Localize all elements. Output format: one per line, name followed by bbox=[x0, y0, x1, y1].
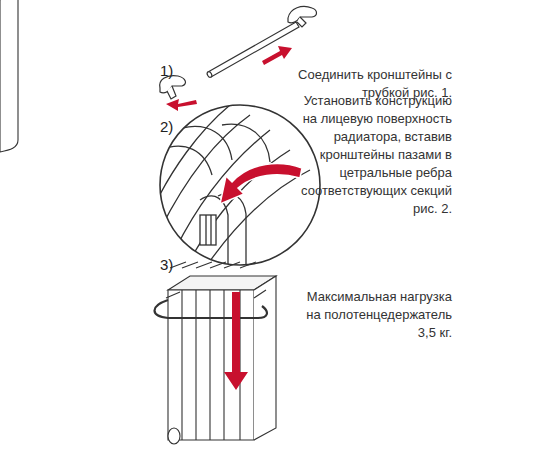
step-number: 3) bbox=[160, 256, 190, 274]
step-number: 2) bbox=[160, 118, 190, 136]
step-text: Максимальная нагрузка на полотенцедержат… bbox=[292, 288, 452, 342]
step-number: 1) bbox=[160, 62, 190, 80]
red-arrows-step1 bbox=[166, 46, 292, 111]
radiator bbox=[0, 0, 276, 444]
tube-assembly bbox=[160, 6, 317, 99]
red-arrow-down bbox=[224, 292, 248, 390]
magnifier bbox=[150, 105, 320, 270]
step-text: Установить конструкцию на лицевую поверх… bbox=[300, 92, 452, 218]
